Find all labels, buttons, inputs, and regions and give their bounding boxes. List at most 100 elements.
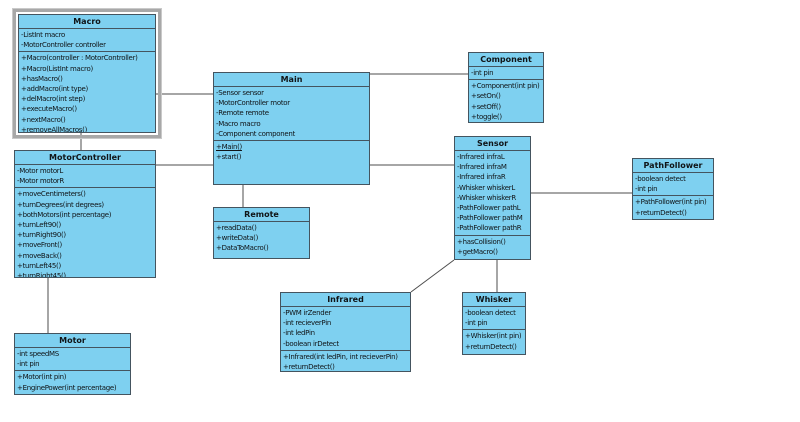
class-methods-compartment: +Macro(controller : MotorController)+Mac… bbox=[19, 51, 155, 133]
class-attribute: -Whisker whiskerR bbox=[457, 193, 516, 202]
class-method: +Whisker(int pin) bbox=[465, 332, 522, 341]
class-method: +setOff() bbox=[471, 102, 501, 111]
class-name: MotorController bbox=[49, 153, 121, 162]
class-attribute: -PWM irZender bbox=[283, 309, 332, 317]
class-method: +getMacro() bbox=[457, 247, 498, 256]
class-attribute: -PathFollower pathR bbox=[457, 224, 522, 233]
edge-sensor-infrared[interactable] bbox=[410, 259, 455, 293]
class-attribute: -int speedMS bbox=[17, 350, 59, 358]
class-attribute: -MotorController motor bbox=[216, 99, 290, 108]
class-name: Infrared bbox=[327, 295, 364, 304]
class-method: +writeData() bbox=[216, 234, 259, 243]
class-methods-compartment: +hasCollision()+getMacro() bbox=[455, 234, 530, 259]
uml-class-box-component[interactable]: Component -int pin +Component(int pin)+s… bbox=[468, 52, 544, 123]
class-method: +setOn() bbox=[471, 92, 501, 101]
class-attribute: -int ledPin bbox=[283, 329, 315, 338]
class-attribute: -PathFollower pathL bbox=[457, 204, 521, 213]
class-name: Sensor bbox=[476, 139, 509, 148]
uml-class-box-sensor[interactable]: Sensor -Infrared infraL-Infrared infraM-… bbox=[454, 136, 531, 260]
uml-class-box-motorcontroller[interactable]: MotorController -Motor motorL-Motor moto… bbox=[14, 150, 156, 278]
class-method: +returnDetect() bbox=[635, 208, 687, 217]
class-methods-compartment: +Main()+start() bbox=[214, 140, 369, 184]
class-method: +Motor(int pin) bbox=[17, 373, 67, 382]
class-name: PathFollower bbox=[643, 161, 703, 170]
class-attributes-compartment: -int speedMS -int pin bbox=[15, 347, 130, 370]
class-attribute: -Motor motorL bbox=[17, 167, 63, 175]
class-attributes-compartment: -Motor motorL -Motor motorR bbox=[15, 164, 155, 187]
class-method: +Macro(controller : MotorController) bbox=[21, 54, 138, 63]
class-method: +EnginePower(int percentage) bbox=[17, 383, 117, 392]
class-methods-compartment: +moveCentimeters()+turnDegrees(int degre… bbox=[15, 187, 155, 278]
class-method: +moveCentimeters() bbox=[17, 190, 86, 199]
class-attributes-compartment: -boolean detect-int pin bbox=[463, 306, 525, 329]
class-method: +PathFollower(int pin) bbox=[635, 198, 707, 207]
class-attributes-compartment: -int pin bbox=[469, 66, 543, 79]
class-attribute: -Infrared infraR bbox=[457, 173, 506, 182]
class-method: +turnLeft90() bbox=[17, 221, 61, 230]
class-methods-compartment: +Motor(int pin)+EnginePower(int percenta… bbox=[15, 370, 130, 394]
class-attribute: -int pin bbox=[465, 319, 488, 328]
class-name: Whisker bbox=[475, 295, 513, 304]
class-attribute: -int recieverPin bbox=[283, 319, 331, 328]
class-attribute: -Macro macro bbox=[216, 119, 261, 128]
class-method: +Main() bbox=[216, 143, 242, 152]
class-method: +start() bbox=[216, 153, 242, 162]
class-attribute: -Remote remote bbox=[216, 109, 269, 118]
class-method: +moveFront() bbox=[17, 241, 62, 250]
class-method: +bothMotors(int percentage) bbox=[17, 210, 112, 219]
uml-class-box-infrared[interactable]: Infrared -PWM irZender -int recieverPin-i… bbox=[280, 292, 411, 372]
class-method: +moveBack() bbox=[17, 251, 62, 260]
class-method: +returnDetect() bbox=[283, 363, 335, 372]
class-name: Remote bbox=[244, 210, 279, 219]
class-attribute: -Component component bbox=[216, 129, 295, 138]
class-name: Macro bbox=[73, 17, 101, 26]
class-attribute: -Infrared infraM bbox=[457, 163, 507, 172]
uml-class-box-motor[interactable]: Motor -int speedMS -int pin +Motor(int pi… bbox=[14, 333, 131, 395]
class-attribute: -MotorController controller bbox=[21, 41, 106, 50]
class-method: +hasCollision() bbox=[457, 237, 506, 246]
class-attributes-compartment: -Sensor sensor -MotorController motor-Rem… bbox=[214, 86, 369, 140]
class-method: +Macro(ListInt macro) bbox=[21, 64, 93, 73]
class-methods-compartment: +Infrared(int ledPin, int recieverPin) +r… bbox=[281, 349, 410, 372]
class-method: +executeMacro() bbox=[21, 105, 77, 114]
selection-frame[interactable] bbox=[12, 8, 162, 139]
class-methods-compartment: +readData() +writeData()+DataToMacro() bbox=[214, 221, 309, 258]
uml-class-box-main[interactable]: Main -Sensor sensor -MotorController moto… bbox=[213, 72, 370, 185]
class-attribute: -Sensor sensor bbox=[216, 89, 264, 97]
class-attribute: -int pin bbox=[471, 69, 494, 77]
class-methods-compartment: +Component(int pin)+setOn()+setOff()+tog… bbox=[469, 79, 543, 122]
class-method: +nextMacro() bbox=[21, 115, 66, 124]
class-attributes-compartment: -ListInt macro -MotorController controlle… bbox=[19, 28, 155, 51]
class-attribute: -Infrared infraL bbox=[457, 153, 505, 161]
class-method: +readData() bbox=[216, 224, 257, 232]
class-method: +returnDetect() bbox=[465, 342, 517, 351]
class-method: +Component(int pin) bbox=[471, 82, 540, 91]
class-attribute: -Whisker whiskerL bbox=[457, 183, 515, 192]
class-name: Component bbox=[480, 55, 532, 64]
class-attributes-compartment: -Infrared infraL -Infrared infraM-Infrare… bbox=[455, 150, 530, 235]
uml-class-box-remote[interactable]: Remote +readData() +writeData()+DataToMac… bbox=[213, 207, 310, 259]
class-method: +removeAllMacros() bbox=[21, 125, 88, 133]
class-methods-compartment: +Whisker(int pin)+returnDetect() bbox=[463, 329, 525, 354]
uml-class-box-whisker[interactable]: Whisker -boolean detect-int pin +Whisker… bbox=[462, 292, 526, 355]
class-attribute: -int pin bbox=[17, 360, 40, 369]
class-method: +Infrared(int ledPin, int recieverPin) bbox=[283, 352, 398, 361]
class-method: +toggle() bbox=[471, 112, 502, 121]
uml-class-box-pathfollower[interactable]: PathFollower -boolean detect-int pin +Pa… bbox=[632, 158, 714, 220]
class-attribute: -ListInt macro bbox=[21, 31, 65, 39]
class-name: Motor bbox=[59, 336, 86, 345]
class-method: +turnDegrees(int degrees) bbox=[17, 200, 104, 209]
class-attributes-compartment: -boolean detect-int pin bbox=[633, 172, 713, 195]
class-attribute: -boolean irDetect bbox=[283, 339, 339, 348]
class-attribute: -int pin bbox=[635, 185, 658, 194]
class-attribute: -Motor motorR bbox=[17, 177, 64, 186]
class-attributes-compartment: -PWM irZender -int recieverPin-int ledPin… bbox=[281, 306, 410, 350]
uml-class-box-macro[interactable]: Macro -ListInt macro -MotorController con… bbox=[18, 14, 156, 133]
class-name: Main bbox=[280, 75, 303, 84]
class-attribute: -PathFollower pathM bbox=[457, 214, 523, 223]
class-method: +hasMacro() bbox=[21, 74, 63, 83]
class-methods-compartment: +PathFollower(int pin)+returnDetect() bbox=[633, 195, 713, 219]
class-method: +DataToMacro() bbox=[216, 244, 269, 253]
class-method: +turnRight45() bbox=[17, 272, 66, 278]
